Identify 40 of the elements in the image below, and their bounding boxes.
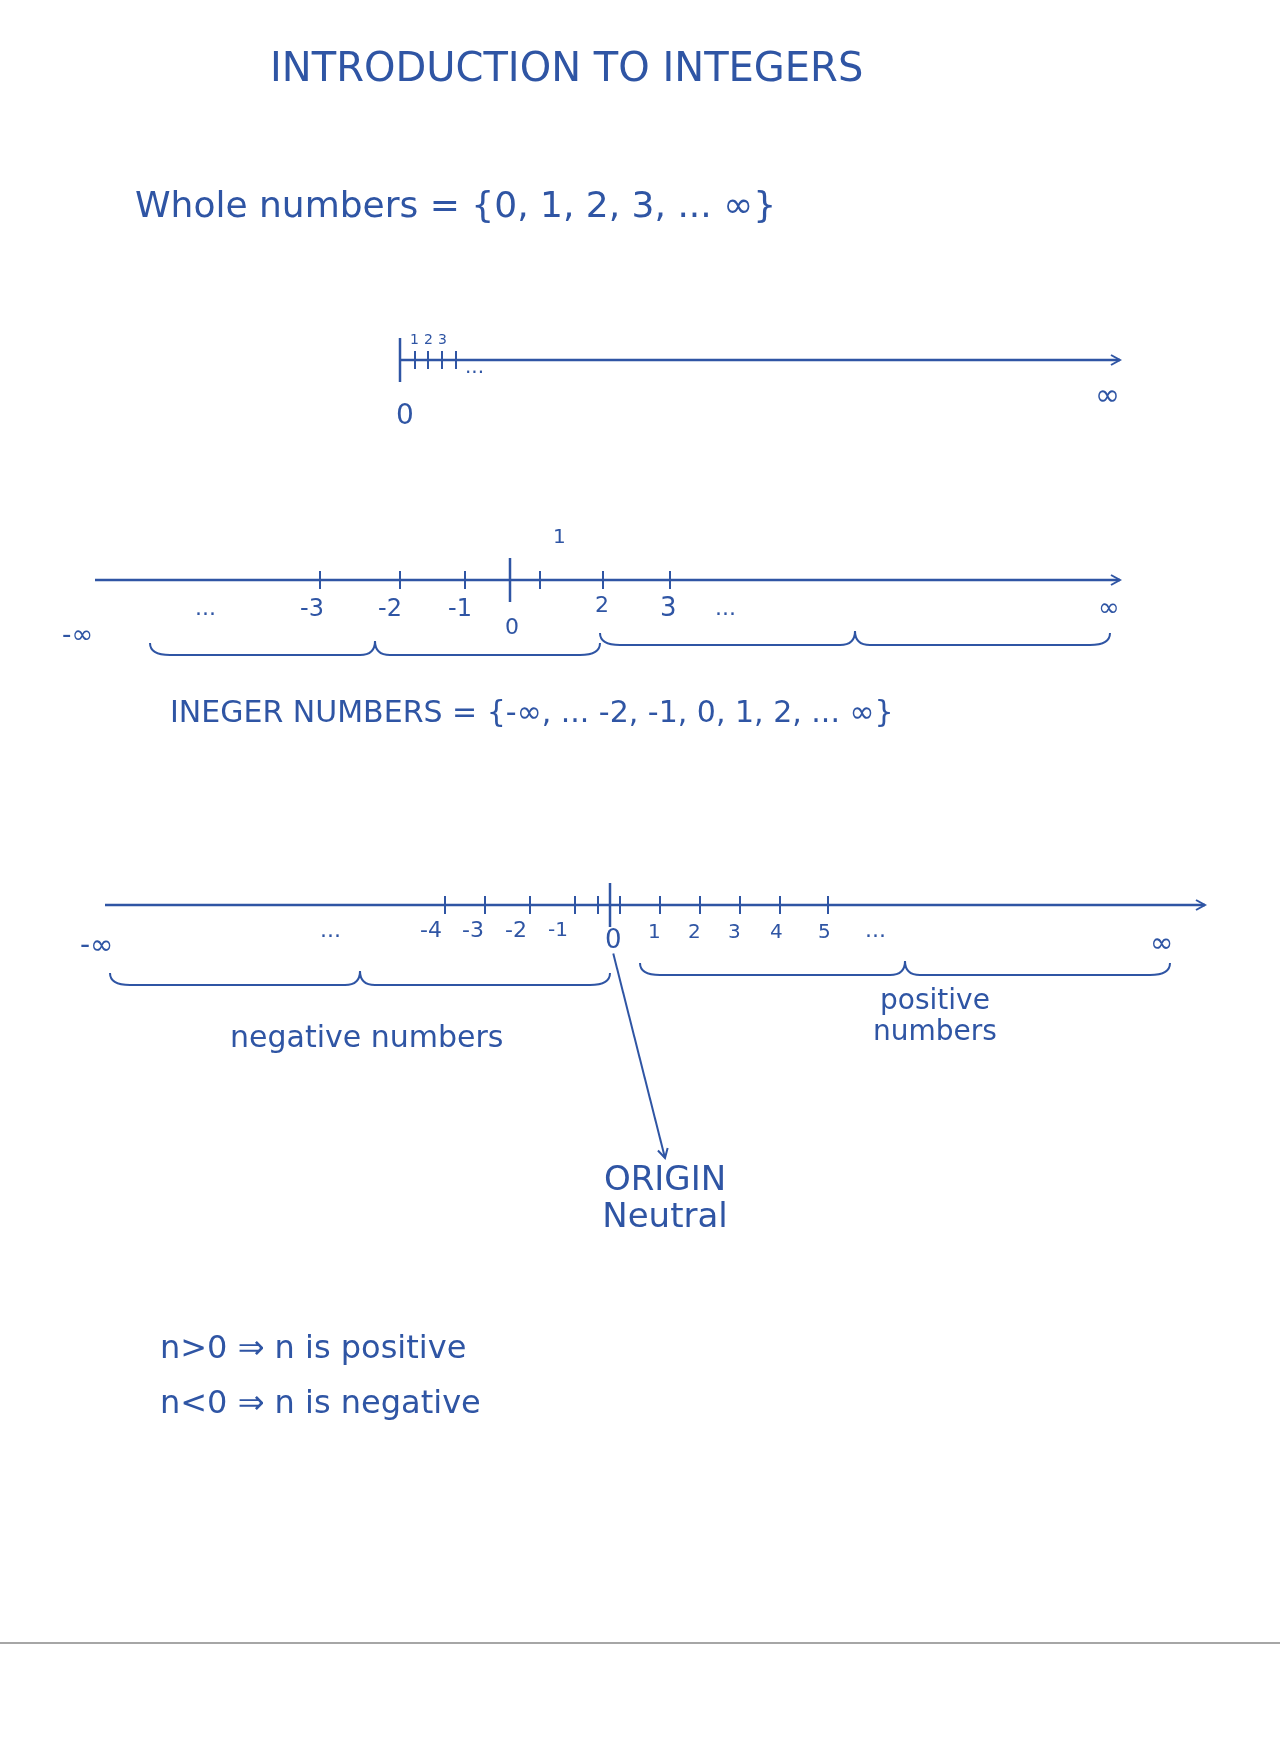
- tick-label: -3: [300, 595, 324, 622]
- tick-label: -3: [462, 918, 484, 943]
- tick-label: 0: [505, 615, 519, 640]
- tick-label: -2: [378, 595, 402, 622]
- set-notation: Whole numbers = {0, 1, 2, 3, ... ∞}: [135, 185, 777, 225]
- note: n>0 ⇒ n is positive: [160, 1330, 467, 1366]
- infinity-label: -∞: [62, 620, 94, 649]
- set-notation: INEGER NUMBERS = {-∞, ... -2, -1, 0, 1, 2, ... ∞}: [170, 695, 894, 728]
- brace-label: negative numbers: [230, 1020, 504, 1053]
- tick-label: -2: [505, 918, 527, 943]
- tick-label: 2: [595, 593, 609, 618]
- infinity-label: ∞: [1098, 593, 1120, 622]
- arrow: [612, 952, 669, 1159]
- ellipsis: ...: [465, 355, 485, 377]
- tick-label: -1: [448, 595, 472, 622]
- tick-label: 3: [728, 920, 741, 942]
- note: n<0 ⇒ n is negative: [160, 1385, 481, 1421]
- ellipsis: ...: [320, 918, 341, 943]
- ellipsis: ...: [865, 918, 886, 943]
- tick-label: -1: [548, 918, 568, 940]
- tick-label: 0: [396, 400, 414, 431]
- tick-label: 1: [410, 332, 419, 348]
- ellipsis: ...: [195, 596, 216, 621]
- tick-label: 1: [553, 525, 566, 547]
- infinity-label: ∞: [1095, 378, 1120, 411]
- tick-label: 4: [770, 920, 783, 942]
- tick-label: 1: [648, 920, 661, 942]
- tick-label: 2: [688, 920, 701, 942]
- infinity-label: ∞: [1150, 928, 1174, 959]
- infinity-label: -∞: [80, 930, 114, 961]
- title: INTRODUCTION TO INTEGERS: [270, 45, 864, 89]
- tick-label: 5: [818, 920, 831, 942]
- tick-label: 3: [660, 593, 677, 622]
- tick-label: -4: [420, 918, 442, 943]
- tick-label: 3: [438, 332, 447, 348]
- ellipsis: ...: [715, 596, 736, 621]
- origin-tick-label: 0: [605, 925, 622, 954]
- brace-label: positive numbers: [872, 985, 998, 1047]
- tick-label: 2: [424, 332, 433, 348]
- origin-label: ORIGIN Neutral: [560, 1160, 770, 1235]
